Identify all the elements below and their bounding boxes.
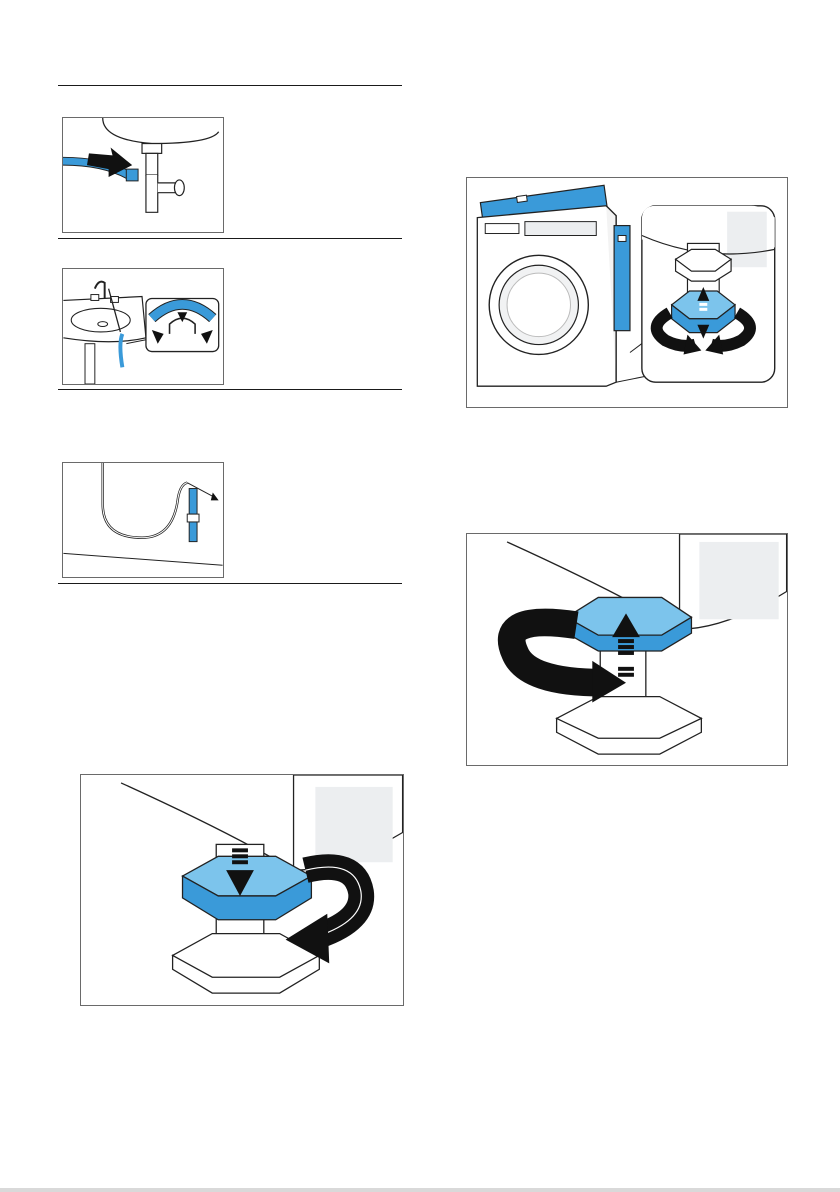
page-bottom-bar [0,1188,840,1192]
foot-loosen-drawing [467,534,787,765]
drain-pipe-illustration [62,462,224,578]
drain-washbasin-illustration [62,268,224,385]
foot-lock-nut-tighten-illustration [80,774,404,1006]
machine-level-drawing [467,178,787,407]
washbasin-drawing [63,269,223,384]
table-row-rule-1 [58,238,402,239]
spirit-level-illustration [466,177,788,408]
drainpipe-drawing [63,463,223,577]
siphon-drawing [63,118,223,232]
foot-lock-nut-loosen-illustration [466,533,788,766]
table-row-rule-2 [58,389,402,390]
table-top-rule [58,85,402,86]
drain-siphon-illustration [62,117,224,233]
table-bottom-rule [58,583,402,584]
foot-tighten-drawing [81,775,403,1005]
